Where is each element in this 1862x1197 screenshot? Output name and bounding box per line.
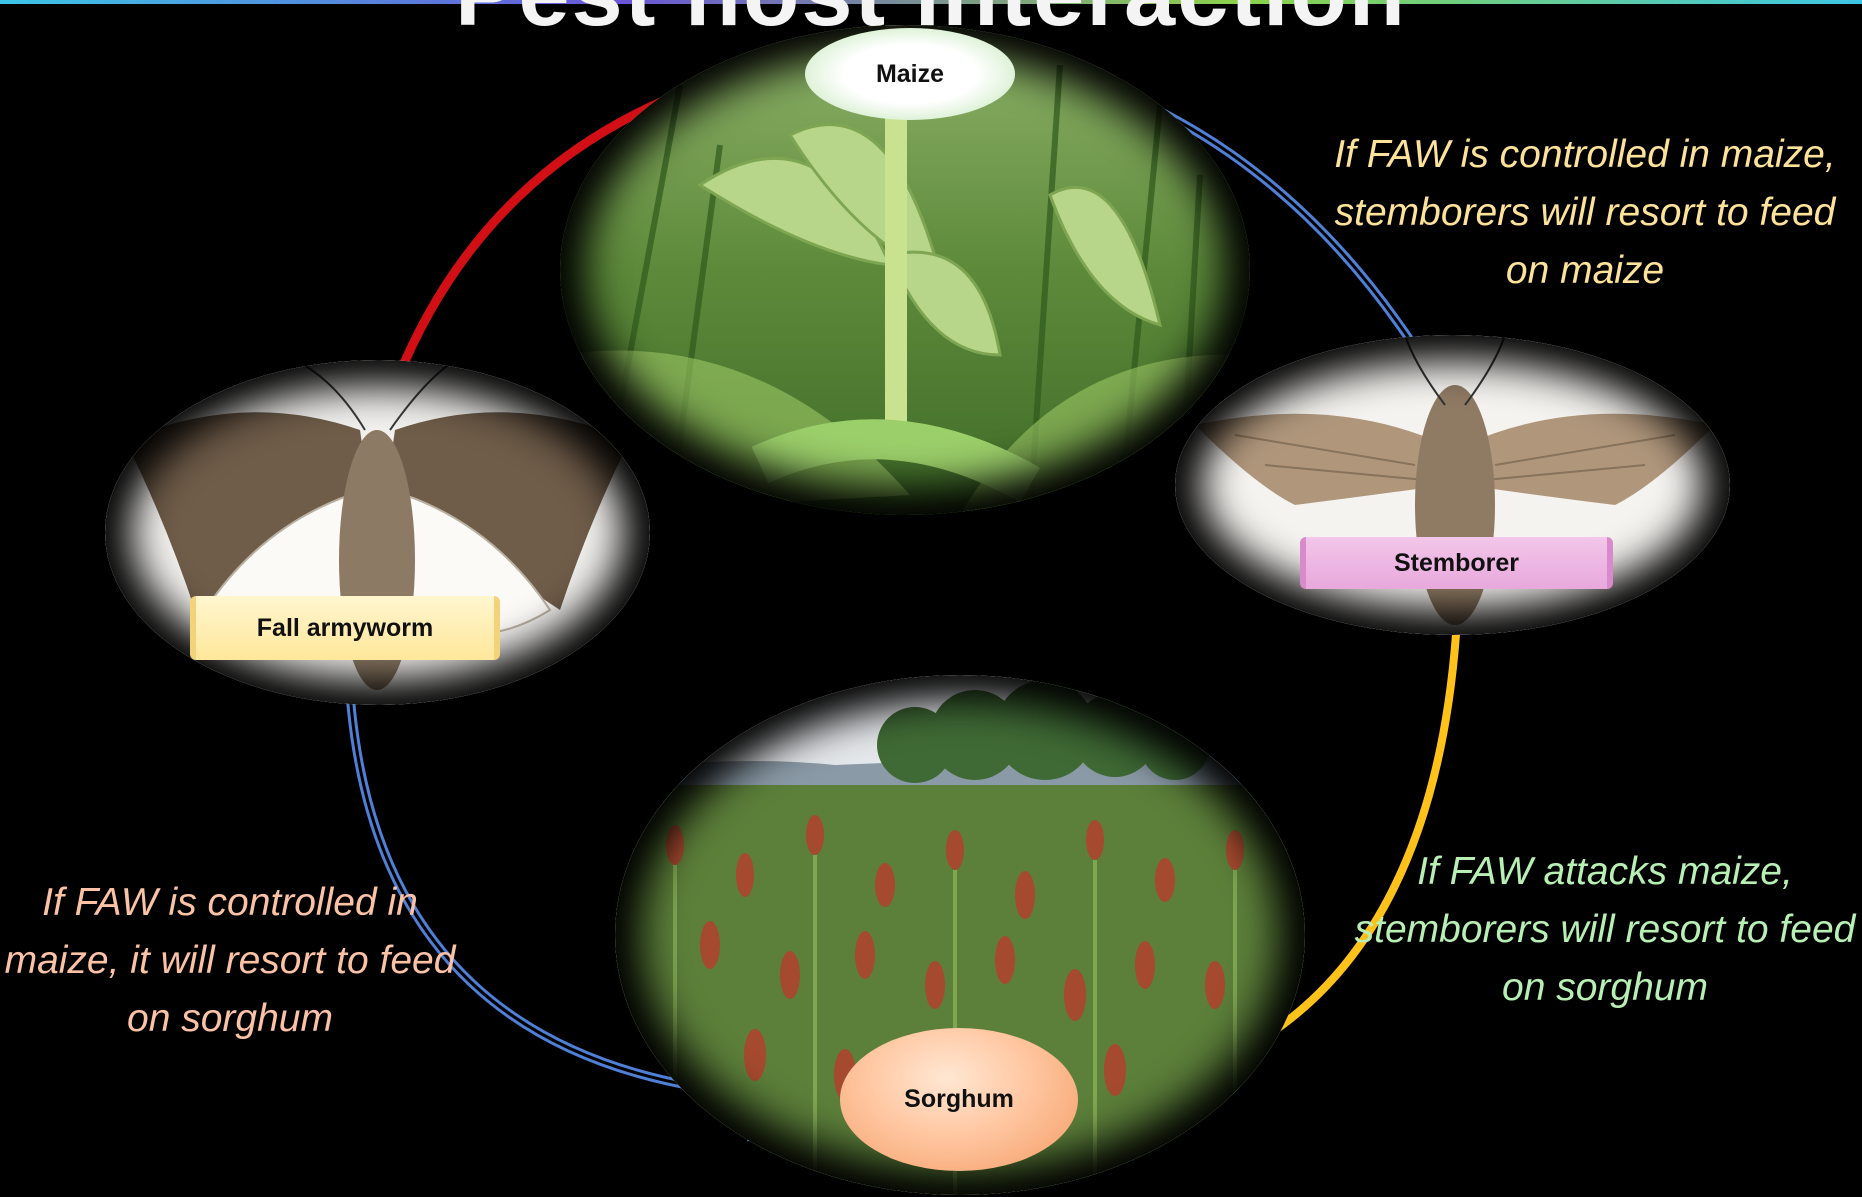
note-faw-controlled-resort-sorghum: If FAW is controlled in maize, it will r… — [0, 874, 460, 1048]
note-faw-controlled-stemborers-maize: If FAW is controlled in maize, stemborer… — [1325, 126, 1845, 300]
fall-armyworm-node-label: Fall armyworm — [190, 596, 500, 660]
stemborer-photo — [1175, 335, 1730, 635]
note-faw-attacks-stemborers-sorghum: If FAW attacks maize, stemborers will re… — [1345, 843, 1862, 1017]
maize-node-label: Maize — [805, 28, 1015, 120]
stemborer-node-label: Stemborer — [1300, 537, 1613, 589]
sorghum-node-label: Sorghum — [840, 1028, 1078, 1171]
